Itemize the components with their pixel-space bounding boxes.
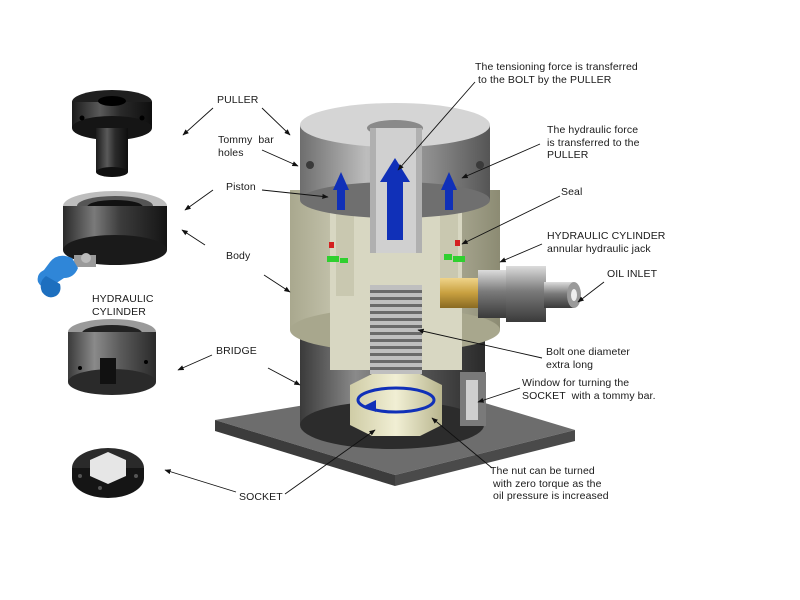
leader-cyl-left [184, 189, 214, 211]
force-arrow-left [333, 172, 349, 210]
label-hydraulic-force: The hydraulic force is transferred to th… [547, 124, 640, 161]
hydraulic-cylinder-part-image [63, 191, 167, 267]
leader-hydraulic-force [461, 143, 541, 179]
leader-bridge-left [177, 354, 213, 371]
force-arrow-right [441, 172, 457, 210]
bolt-thread [370, 297, 422, 300]
label-nut: The nut can be turned with zero torque a… [490, 465, 609, 502]
leader-puller-left [182, 107, 214, 136]
socket-part-image [72, 448, 144, 498]
puller-part-image [72, 90, 152, 177]
bolt-thread [370, 311, 422, 314]
seal-left [327, 242, 348, 263]
leader-tension-force [397, 81, 476, 171]
bolt-thread [370, 339, 422, 342]
label-tommy-bar-holes: Tommy bar holes [218, 134, 274, 159]
label-socket: SOCKET [239, 491, 283, 503]
leader-bolt [417, 328, 543, 359]
label-piston: Piston [226, 181, 256, 193]
leader-socket-right [284, 429, 376, 495]
bolt-thread [370, 360, 422, 363]
oil-coupler-blue-cap [37, 255, 78, 298]
leader-piston [261, 189, 329, 199]
leader-tommy-holes [261, 149, 299, 167]
label-puller: PULLER [217, 94, 259, 106]
label-hydraulic-cylinder-left: HYDRAULIC CYLINDER [92, 293, 154, 318]
label-window: Window for turning the SOCKET with a tom… [522, 377, 656, 402]
label-bolt: Bolt one diameter extra long [546, 346, 630, 371]
leader-seal [461, 195, 561, 245]
force-arrow-center [380, 158, 410, 240]
leader-hydraulic-cyl [499, 243, 543, 263]
leader-window [477, 387, 521, 403]
bolt-thread [370, 304, 422, 307]
bolt-thread [370, 353, 422, 356]
bolt-thread [370, 318, 422, 321]
bridge-part-image [68, 319, 156, 395]
label-body: Body [226, 250, 251, 262]
label-seal: Seal [561, 186, 583, 198]
bolt-thread [370, 325, 422, 328]
label-bridge: BRIDGE [216, 345, 257, 357]
seal-right [444, 240, 465, 262]
bolt-thread [370, 290, 422, 293]
bolt-main [370, 285, 422, 385]
leader-puller-right [261, 107, 291, 136]
nut-main [350, 374, 442, 436]
leader-socket-left [164, 469, 237, 493]
bolt-thread [370, 332, 422, 335]
label-oil-inlet: OIL INLET [607, 268, 658, 280]
leader-nut [431, 417, 493, 469]
bolt-thread [370, 367, 422, 370]
label-tensioning-force: The tensioning force is transferred to t… [475, 61, 638, 86]
leader-cyl-lower [181, 229, 206, 246]
label-hydraulic-cylinder-right: HYDRAULIC CYLINDER annular hydraulic jac… [547, 230, 666, 255]
leader-bridge-right [267, 367, 301, 386]
oil-inlet-coupler [440, 266, 581, 322]
leader-body [263, 274, 291, 293]
bolt-thread [370, 346, 422, 349]
leader-oil-inlet [577, 281, 605, 303]
